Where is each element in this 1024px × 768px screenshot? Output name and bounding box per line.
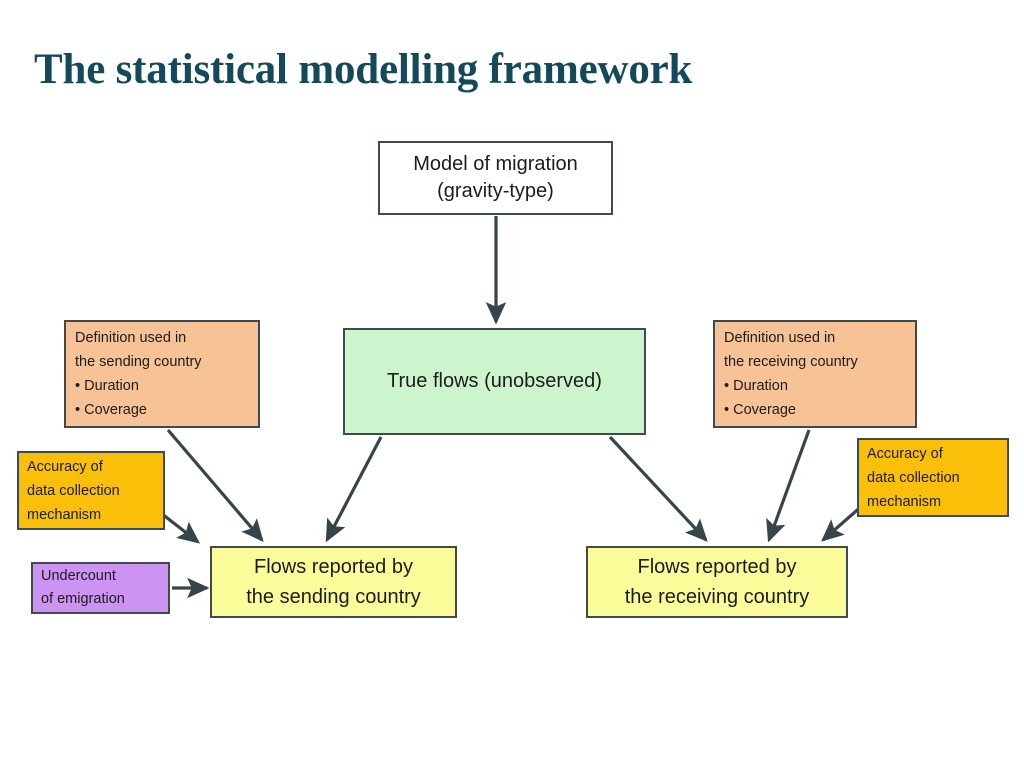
definition-receiving-bullet-duration: • Duration [724, 378, 788, 394]
arrow-true-flows-to-sending [325, 436, 383, 543]
arrow-def-receiving-to-receiving [766, 429, 811, 543]
definition-receiving-bullet-coverage: • Coverage [724, 402, 796, 418]
node-accuracy-right[interactable]: Accuracy of data collection mechanism [857, 438, 1009, 517]
accuracy-right-line-1: Accuracy of [867, 445, 943, 462]
accuracy-left-line-3: mechanism [27, 506, 102, 523]
definition-sending-bullet-coverage: • Coverage [75, 402, 147, 418]
arrow-def-sending-to-sending [166, 428, 264, 542]
flows-sending-line-2: the sending country [246, 586, 421, 608]
undercount-line-1: Undercount [41, 568, 116, 584]
node-true-flows-label: True flows (unobserved) [387, 370, 602, 392]
node-model-of-migration[interactable]: Model of migration (gravity-type) [378, 141, 613, 215]
node-model-line-2: (gravity-type) [437, 180, 554, 202]
node-undercount-of-emigration[interactable]: Undercount of emigration [31, 562, 170, 614]
flows-receiving-line-1: Flows reported by [637, 556, 797, 578]
flows-receiving-line-2: the receiving country [624, 586, 810, 608]
definition-sending-line-2: the sending country [75, 354, 202, 370]
node-definition-sending-country[interactable]: Definition used in the sending country •… [64, 320, 260, 428]
node-definition-receiving-country[interactable]: Definition used in the receiving country… [713, 320, 917, 428]
undercount-line-2: of emigration [41, 591, 125, 607]
node-accuracy-left[interactable]: Accuracy of data collection mechanism [17, 451, 165, 530]
definition-receiving-line-1: Definition used in [724, 330, 836, 346]
arrow-true-flows-to-receiving [608, 435, 708, 542]
accuracy-right-line-2: data collection [867, 469, 960, 486]
node-model-line-1: Model of migration [413, 153, 578, 175]
node-true-flows[interactable]: True flows (unobserved) [343, 328, 646, 435]
definition-receiving-line-2: the receiving country [724, 354, 858, 370]
definition-sending-line-1: Definition used in [75, 330, 187, 346]
node-flows-reported-sending[interactable]: Flows reported by the sending country [210, 546, 457, 618]
accuracy-left-line-1: Accuracy of [27, 458, 103, 475]
accuracy-left-line-2: data collection [27, 482, 120, 499]
flows-sending-line-1: Flows reported by [254, 556, 413, 578]
accuracy-right-line-3: mechanism [867, 493, 942, 510]
page-title: The statistical modelling framework [34, 46, 693, 93]
definition-sending-bullet-duration: • Duration [75, 378, 139, 394]
node-flows-reported-receiving[interactable]: Flows reported by the receiving country [586, 546, 848, 618]
